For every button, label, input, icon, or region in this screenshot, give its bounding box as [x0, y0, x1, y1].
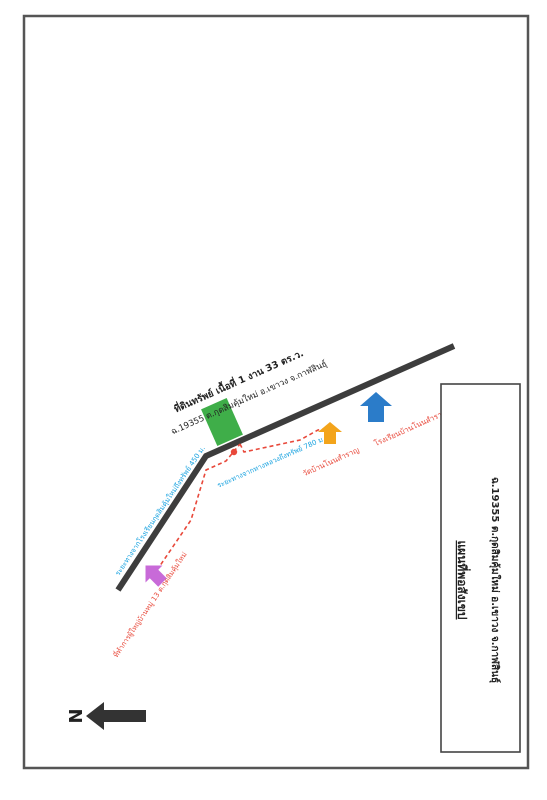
property-parcel — [201, 398, 243, 446]
school-arrow-icon — [360, 392, 392, 422]
temple-arrow-icon — [318, 422, 342, 444]
title-block — [440, 383, 521, 753]
map-frame — [22, 14, 530, 770]
main-road — [115, 343, 456, 592]
temple-label: วัดบ้านโนนสำราญ — [301, 445, 360, 478]
map-subtitle: ฉ.19355 ต.กุดสิมคุ้มใหม่ อ.เขาวง จ.กาฬสิ… — [489, 477, 502, 683]
property-marker — [230, 448, 238, 456]
map-title: แผนที่พอสังเขป — [455, 540, 471, 619]
distance-school: ระยะทางจากโรงเรียนกุดสิมคุ้มใหม่ถึงทรัพย… — [113, 444, 207, 577]
route-path — [152, 427, 331, 577]
school-label: โรงเรียนบ้านโนนสำราญ — [373, 407, 449, 448]
north-label: N — [64, 708, 85, 723]
north-arrow-icon — [86, 702, 146, 730]
office-arrow-icon — [145, 565, 167, 587]
